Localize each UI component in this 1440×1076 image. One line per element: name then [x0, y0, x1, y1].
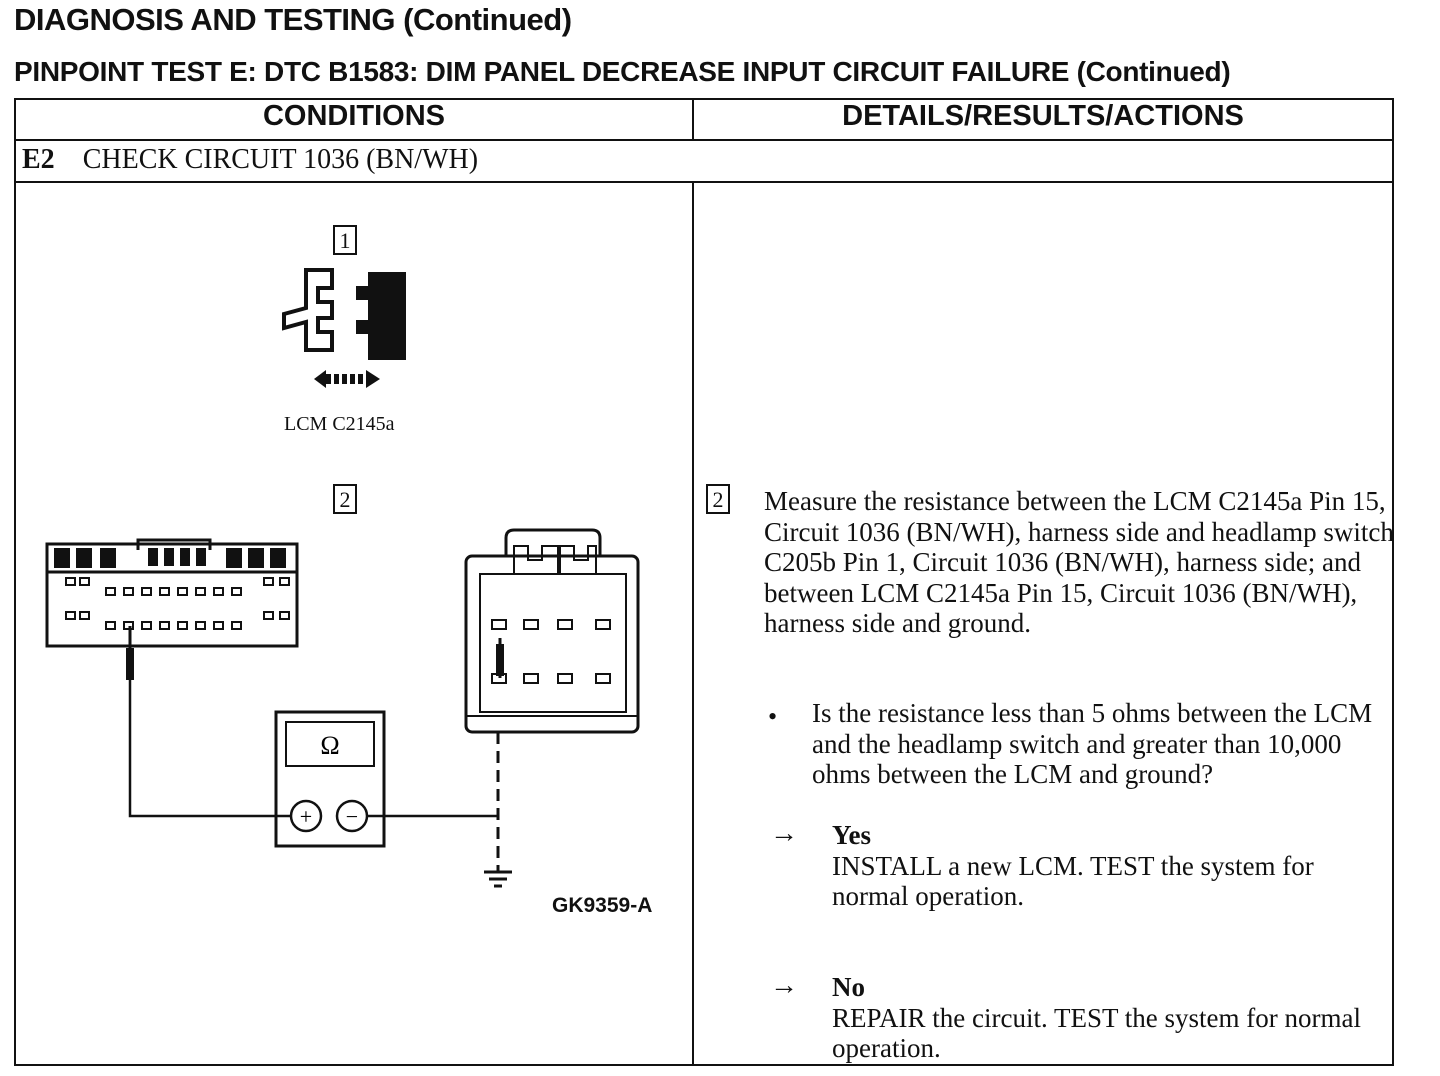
lcm-connector-label: LCM C2145a	[284, 413, 395, 435]
no-arrow-icon: →	[770, 970, 798, 1001]
step-row-divider	[14, 181, 1394, 183]
step-number-box: 2	[706, 484, 730, 514]
lcm-connector-icon	[45, 538, 299, 648]
yes-action: INSTALL a new LCM. TEST the system for n…	[832, 850, 1314, 912]
headlamp-switch-connector-icon	[464, 528, 640, 734]
no-label: No	[832, 972, 865, 1002]
conditions-column-header: CONDITIONS	[262, 100, 446, 132]
callout-2: 2	[333, 484, 357, 514]
ohm-symbol: Ω	[320, 731, 339, 760]
no-result: No REPAIR the circuit. TEST the system f…	[832, 972, 1392, 1064]
pinpoint-test-title: PINPOINT TEST E: DTC B1583: DIM PANEL DE…	[14, 56, 1231, 87]
yes-result: Yes INSTALL a new LCM. TEST the system f…	[832, 820, 1392, 912]
connector-disconnect-icon	[282, 268, 406, 388]
header-column-divider	[692, 98, 694, 141]
figure-code: GK9359-A	[552, 894, 653, 917]
step-title: CHECK CIRCUIT 1036 (BN/WH)	[82, 144, 479, 175]
header-row-divider	[14, 139, 1394, 141]
measurement-instruction: Measure the resistance between the LCM C…	[764, 486, 1394, 638]
step-code: E2	[22, 144, 55, 175]
pinpoint-test-table	[14, 98, 1394, 1066]
module-connector-icon	[356, 272, 406, 360]
page-title: DIAGNOSIS AND TESTING (Continued)	[14, 2, 572, 37]
step-heading: E2 CHECK CIRCUIT 1036 (BN/WH)	[22, 144, 478, 176]
body-column-divider	[692, 181, 694, 1066]
plus-sign: +	[300, 804, 312, 829]
minus-sign: −	[346, 804, 358, 829]
harness-connector-icon	[282, 268, 334, 352]
resistance-test-diagram: Ω + −	[45, 528, 640, 888]
switch-test-probe	[496, 638, 504, 678]
callout-1: 1	[333, 225, 357, 255]
bullet-icon: •	[768, 702, 778, 731]
double-arrow-icon	[314, 370, 380, 388]
ohmmeter-icon: Ω + −	[274, 710, 386, 848]
yes-label: Yes	[832, 820, 871, 850]
yes-arrow-icon: →	[770, 818, 798, 849]
details-column-header: DETAILS/RESULTS/ACTIONS	[842, 100, 1244, 132]
lcm-test-probe	[126, 626, 134, 680]
test-question: Is the resistance less than 5 ohms betwe…	[812, 698, 1373, 789]
positive-lead	[128, 680, 291, 818]
no-action: REPAIR the circuit. TEST the system for …	[832, 1002, 1361, 1064]
ground-symbol-icon	[484, 870, 512, 888]
